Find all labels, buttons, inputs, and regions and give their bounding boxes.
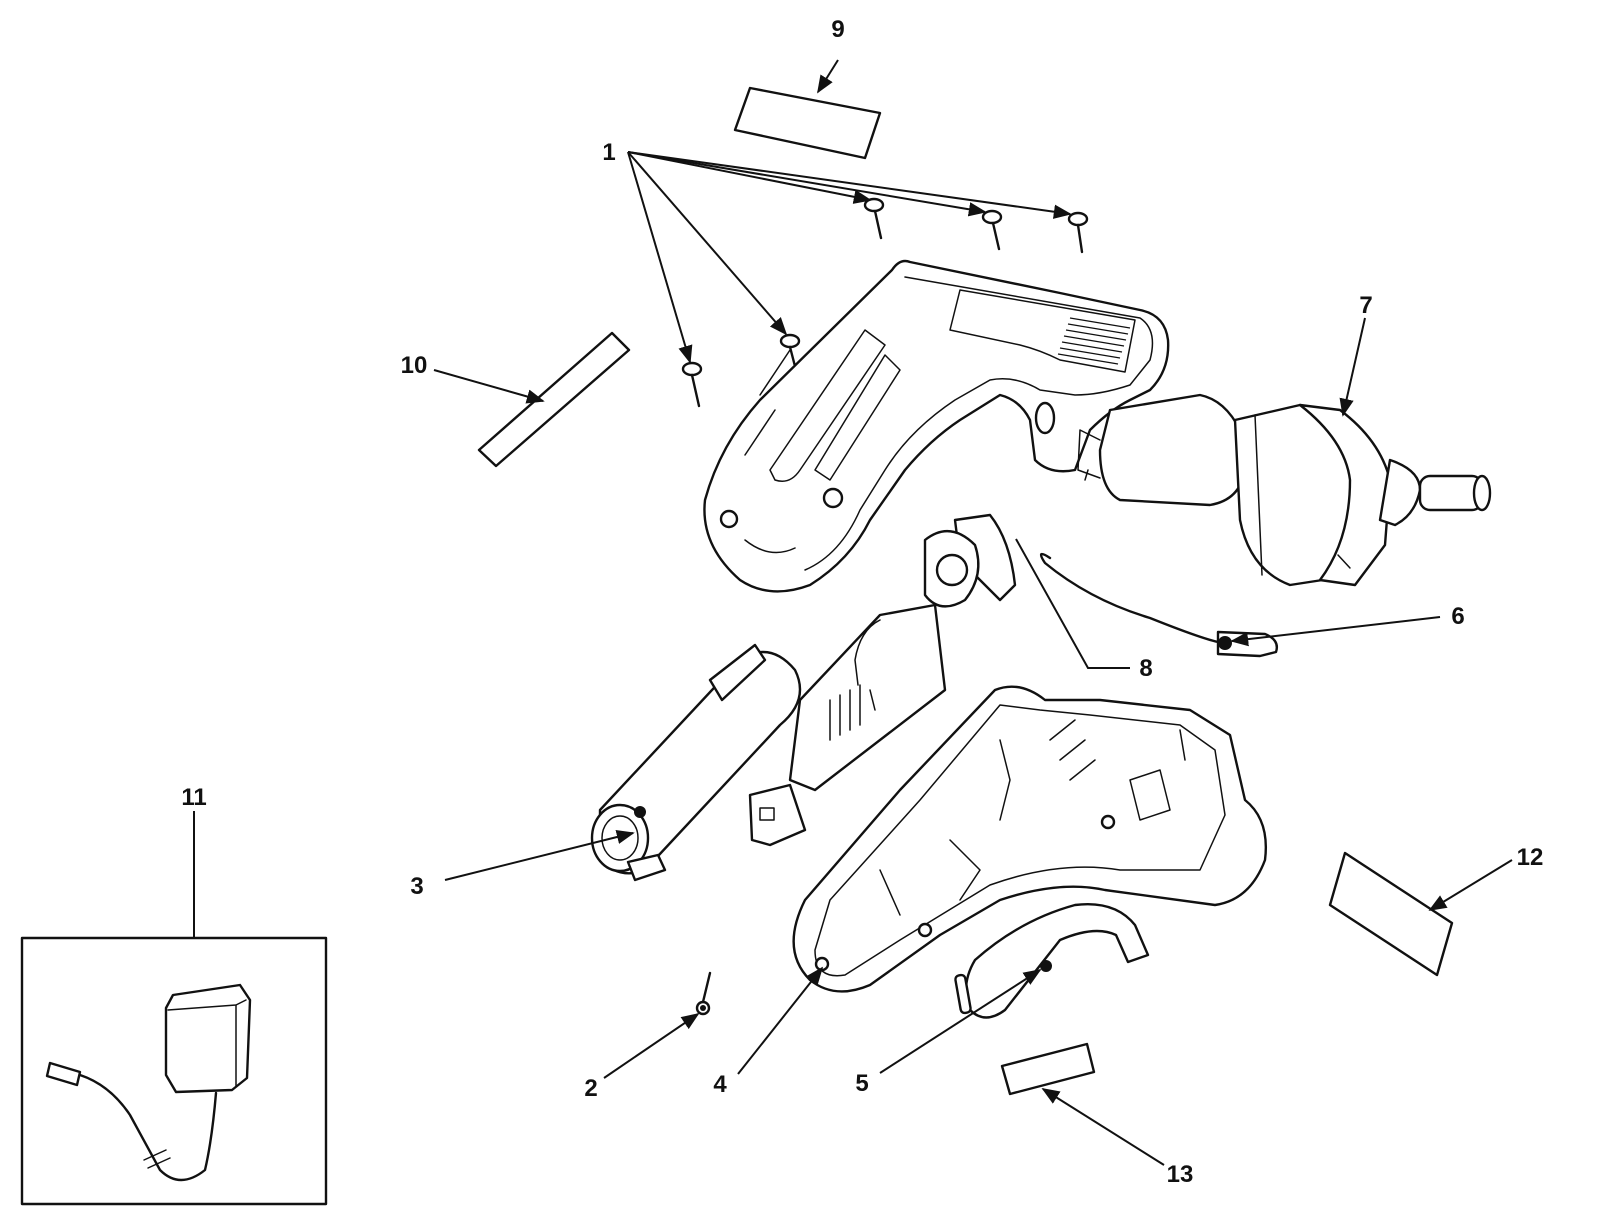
- charger: [45, 983, 252, 1182]
- callout-2: 2: [584, 1075, 597, 1102]
- screw-1c: [1067, 211, 1089, 254]
- callout-9: 9: [831, 16, 844, 43]
- callout-1: 1: [602, 139, 615, 166]
- upper-housing: [703, 259, 1170, 593]
- leader-lines: [193, 59, 1513, 1166]
- callout-13: 13: [1167, 1161, 1194, 1188]
- callout-7: 7: [1359, 292, 1372, 319]
- label-plate-12: [1328, 851, 1454, 977]
- screw-1a: [863, 197, 885, 240]
- motor-gearbox-chuck: [1077, 393, 1492, 587]
- charger-box: [20, 936, 328, 1206]
- screw-1e: [681, 361, 703, 408]
- label-plate-9: [733, 86, 882, 160]
- label-plate-13: [1000, 1042, 1096, 1096]
- callout-11: 11: [181, 784, 206, 811]
- callout-12: 12: [1517, 844, 1544, 871]
- battery-pack: [590, 643, 802, 882]
- callout-10: 10: [401, 352, 428, 379]
- screw-1b: [981, 209, 1003, 251]
- end-cap: [954, 903, 1150, 1019]
- callout-5: 5: [855, 1070, 868, 1097]
- pin-2: [695, 971, 712, 1016]
- callout-4: 4: [713, 1071, 727, 1098]
- callout-8: 8: [1139, 655, 1152, 682]
- callout-3: 3: [410, 873, 423, 900]
- callout-6: 6: [1451, 603, 1464, 630]
- label-strip-10: [477, 331, 631, 468]
- switch-board-assembly: [748, 513, 1017, 847]
